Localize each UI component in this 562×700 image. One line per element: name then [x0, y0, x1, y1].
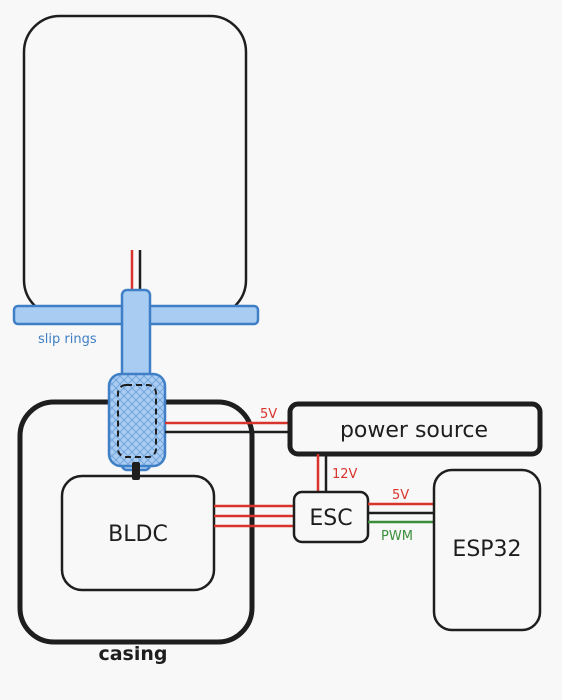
shaft-stub: [132, 462, 140, 480]
slip-rings-label: slip rings: [38, 332, 97, 347]
esc-box: [292, 490, 370, 544]
casing-label: casing: [98, 643, 167, 665]
power-source-box: [287, 401, 543, 457]
esp32-label: ESP32: [452, 537, 521, 562]
bldc-box: [60, 474, 216, 592]
pwm-label: PWM: [381, 529, 413, 544]
voltage-5v-power-label: 5V: [260, 407, 277, 422]
power-source-label: power source: [340, 418, 488, 443]
voltage-5v-esp-label: 5V: [392, 488, 409, 503]
esp32-box: [432, 468, 542, 632]
slip-ring-inner-dashed: [117, 384, 157, 458]
bldc-label: BLDC: [108, 522, 168, 547]
rotor-body: [22, 14, 248, 318]
esc-label: ESC: [309, 506, 352, 531]
voltage-12v-label: 12V: [332, 467, 358, 482]
